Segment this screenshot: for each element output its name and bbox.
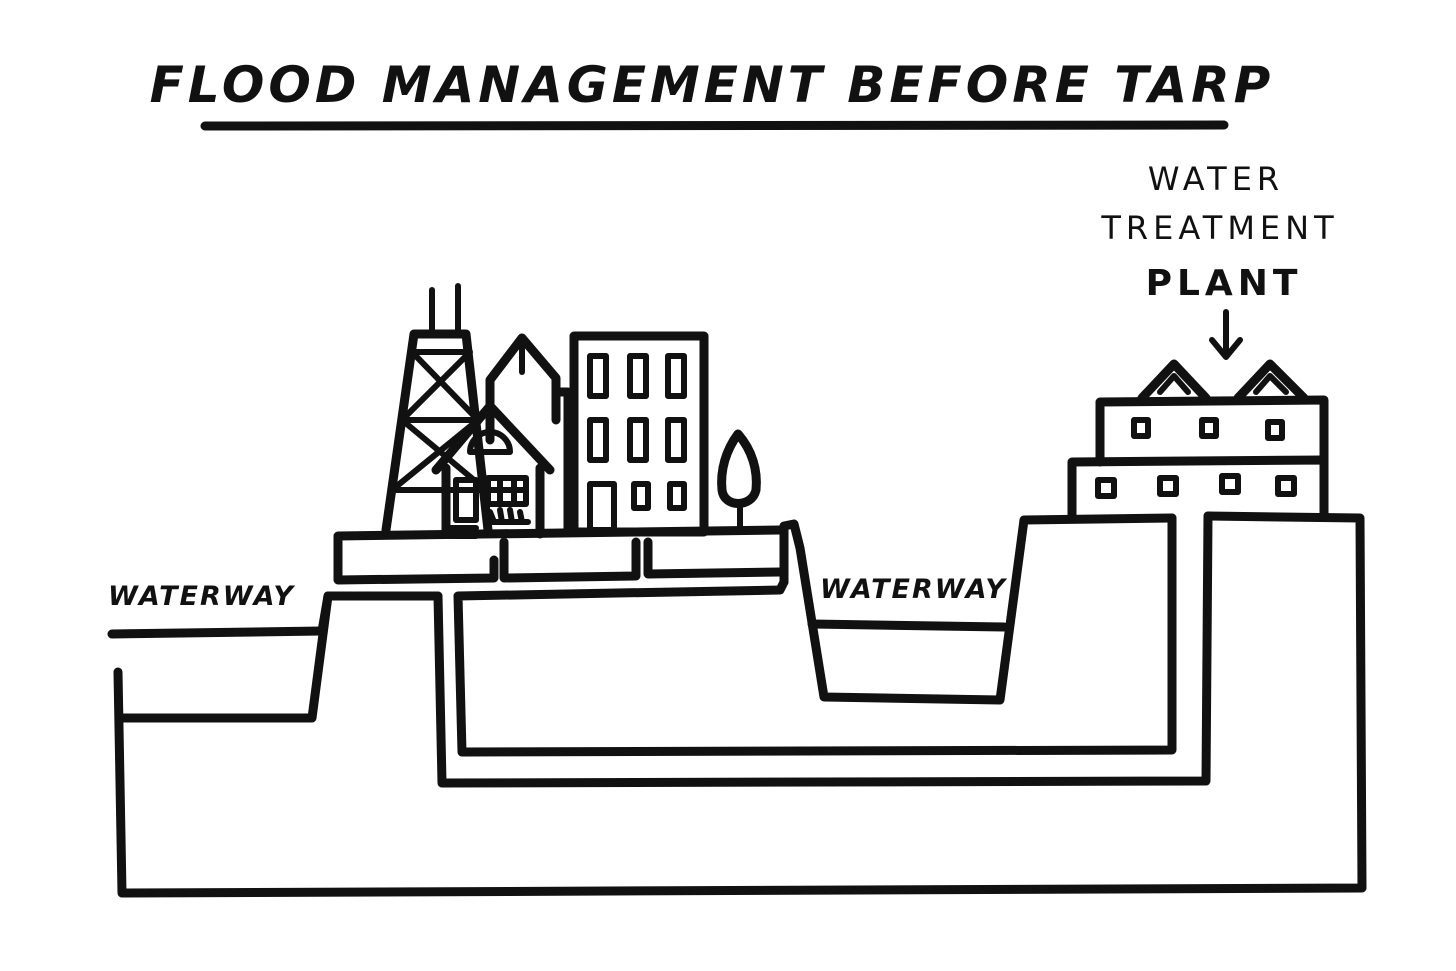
title-underline [200, 120, 1229, 131]
plant-label-line3: PLANT [1146, 263, 1303, 304]
tree [717, 429, 761, 533]
street-sewer [333, 525, 785, 585]
house [431, 401, 555, 539]
waterway-left-label: WATERWAY [108, 581, 295, 612]
deep-tunnel [433, 511, 1213, 788]
skyscraper-tower [381, 283, 493, 535]
apartment-building [569, 331, 709, 537]
water-treatment-plant [1067, 359, 1329, 521]
down-arrow-icon [1209, 309, 1243, 360]
left-bank [317, 591, 443, 636]
diagram-title: FLOOD MANAGEMENT BEFORE TARP [150, 56, 1275, 114]
waterway-right-surface [807, 619, 1009, 632]
waterway-right-label: WATERWAY [820, 574, 1007, 605]
waterway-left-surface [107, 626, 327, 639]
plant-label-line1: WATER [1148, 160, 1284, 198]
plant-label-line2: TREATMENT [1100, 209, 1338, 247]
ground-cross-section [113, 511, 1367, 898]
